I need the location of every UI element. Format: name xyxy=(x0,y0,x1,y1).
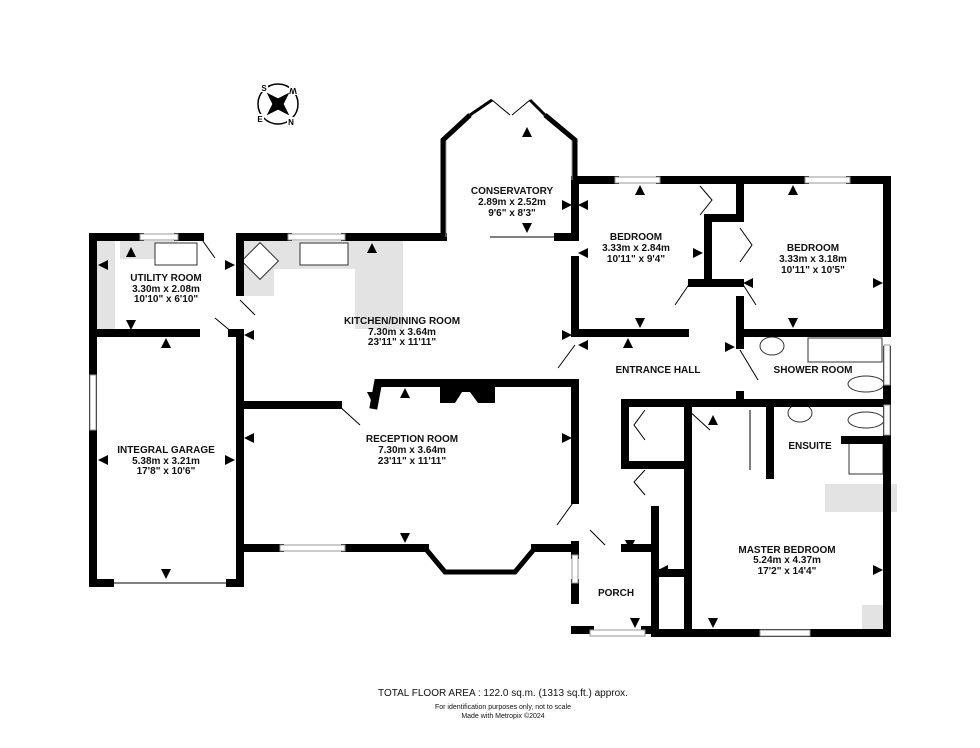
room-conservatory: CONSERVATORY 2.89m x 2.52m 9'6" x 8'3" xyxy=(471,186,554,219)
room-size-imperial: 17'2" x 14'4" xyxy=(758,566,817,577)
dimension-arrow-icon xyxy=(658,565,668,575)
dimension-arrow-icon xyxy=(708,415,718,425)
room-bedroom-1: BEDROOM 3.33m x 2.84m 10'11" x 9'4" xyxy=(602,232,670,265)
dimension-arrow-icon xyxy=(873,565,883,575)
room-ensuite: ENSUITE xyxy=(788,441,832,452)
room-bedroom-2: BEDROOM 3.33m x 3.18m 10'11" x 10'5" xyxy=(779,243,847,276)
room-name: KITCHEN/DINING ROOM xyxy=(344,316,460,327)
room-porch: PORCH xyxy=(598,588,634,599)
dimension-arrow-icon xyxy=(522,127,532,137)
toilet-icon xyxy=(847,375,885,393)
dimension-arrow-icon xyxy=(244,433,254,443)
room-name: BEDROOM xyxy=(610,232,662,243)
room-name: BEDROOM xyxy=(787,243,839,254)
dimension-arrow-icon xyxy=(562,330,572,340)
compass-n: N xyxy=(288,118,294,127)
dimension-arrows xyxy=(98,127,883,628)
room-name: INTEGRAL GARAGE xyxy=(117,445,215,456)
room-size-imperial: 10'11" x 9'4" xyxy=(607,254,665,265)
dimension-arrow-icon xyxy=(562,433,572,443)
shower-tray-icon xyxy=(807,337,883,363)
dimension-arrow-icon xyxy=(244,330,254,340)
dimension-arrow-icon xyxy=(367,243,377,253)
room-size-metric: 7.30m x 3.64m xyxy=(368,327,436,338)
room-size-imperial: 10'10" x 6'10" xyxy=(134,294,199,305)
dimension-arrow-icon xyxy=(788,318,798,328)
room-master-bedroom: MASTER BEDROOM 5.24m x 4.37m 17'2" x 14'… xyxy=(738,545,835,577)
dimension-arrow-icon xyxy=(693,248,703,258)
credit: Made with Metropix ©2024 xyxy=(461,712,544,720)
dimension-arrow-icon xyxy=(367,392,377,402)
windows xyxy=(89,98,891,637)
dimension-arrow-icon xyxy=(161,569,171,579)
dimension-arrow-icon xyxy=(98,455,108,465)
shower-tray-icon xyxy=(848,441,884,475)
toilet-icon xyxy=(847,411,885,429)
compass-w: W xyxy=(289,86,297,95)
dimension-arrow-icon xyxy=(161,338,171,348)
room-size-imperial: 9'6" x 8'3" xyxy=(488,208,536,219)
total-floor-area: TOTAL FLOOR AREA : 122.0 sq.m. (1313 sq.… xyxy=(378,688,628,699)
room-size-metric: 5.24m x 4.37m xyxy=(753,555,821,566)
dimension-arrow-icon xyxy=(98,260,108,270)
room-name: CONSERVATORY xyxy=(471,186,554,197)
dimension-arrow-icon xyxy=(578,340,588,350)
dimension-arrow-icon xyxy=(635,185,645,195)
compass-s: S xyxy=(261,84,267,93)
walls xyxy=(89,176,891,637)
dimension-arrow-icon xyxy=(623,338,633,348)
dimension-arrow-icon xyxy=(635,318,645,328)
dimension-arrow-icon xyxy=(578,200,588,210)
dimension-arrow-icon xyxy=(522,223,532,233)
compass-e: E xyxy=(257,115,263,124)
dimension-arrow-icon xyxy=(630,618,640,628)
dimension-arrow-icon xyxy=(725,342,735,352)
doors xyxy=(110,99,759,625)
dimension-arrow-icon xyxy=(578,248,588,258)
basin-icon xyxy=(759,336,785,356)
dimension-arrow-icon xyxy=(225,455,235,465)
dimension-arrow-icon xyxy=(225,260,235,270)
room-size-imperial: 17'8" x 10'6" xyxy=(137,466,196,477)
room-size-imperial: 10'11" x 10'5" xyxy=(781,265,845,276)
dimension-arrow-icon xyxy=(743,278,753,288)
hob-icon xyxy=(240,241,280,281)
room-reception: RECEPTION ROOM 7.30m x 3.64m 23'11" x 11… xyxy=(366,434,458,467)
room-size-imperial: 23'11" x 11'11" xyxy=(368,337,436,348)
room-name: UTILITY ROOM xyxy=(130,273,201,284)
room-size-metric: 3.33m x 2.84m xyxy=(602,243,670,254)
dimension-arrow-icon xyxy=(126,320,136,330)
dimension-arrow-icon xyxy=(708,618,718,628)
room-shower-room: SHOWER ROOM xyxy=(774,365,853,376)
room-size-metric: 7.30m x 3.64m xyxy=(378,445,446,456)
dimension-arrow-icon xyxy=(562,200,572,210)
room-size-metric: 3.33m x 3.18m xyxy=(779,254,847,265)
room-size-metric: 3.30m x 2.08m xyxy=(132,284,200,295)
room-name: RECEPTION ROOM xyxy=(366,434,458,445)
dimension-arrow-icon xyxy=(625,540,635,550)
room-integral-garage: INTEGRAL GARAGE 5.38m x 3.21m 17'8" x 10… xyxy=(117,445,215,477)
disclaimer: For identification purposes only, not to… xyxy=(435,704,571,711)
room-name: MASTER BEDROOM xyxy=(738,545,835,556)
room-utility-room: UTILITY ROOM 3.30m x 2.08m 10'10" x 6'10… xyxy=(130,273,201,305)
dimension-arrow-icon xyxy=(400,388,410,398)
dimension-arrow-icon xyxy=(126,247,136,257)
dimension-arrow-icon xyxy=(873,278,883,288)
room-kitchen-dining: KITCHEN/DINING ROOM 7.30m x 3.64m 23'11"… xyxy=(344,316,460,348)
fireplace-icon xyxy=(440,385,495,403)
dimension-arrow-icon xyxy=(400,533,410,543)
compass-rose: S W E N xyxy=(256,83,299,127)
room-size-metric: 5.38m x 3.21m xyxy=(132,456,200,467)
room-size-metric: 2.89m x 2.52m xyxy=(478,197,546,208)
room-entrance-hall: ENTRANCE HALL xyxy=(616,365,701,376)
dimension-arrow-icon xyxy=(788,185,798,195)
room-size-imperial: 23'11" x 11'11" xyxy=(378,456,446,467)
